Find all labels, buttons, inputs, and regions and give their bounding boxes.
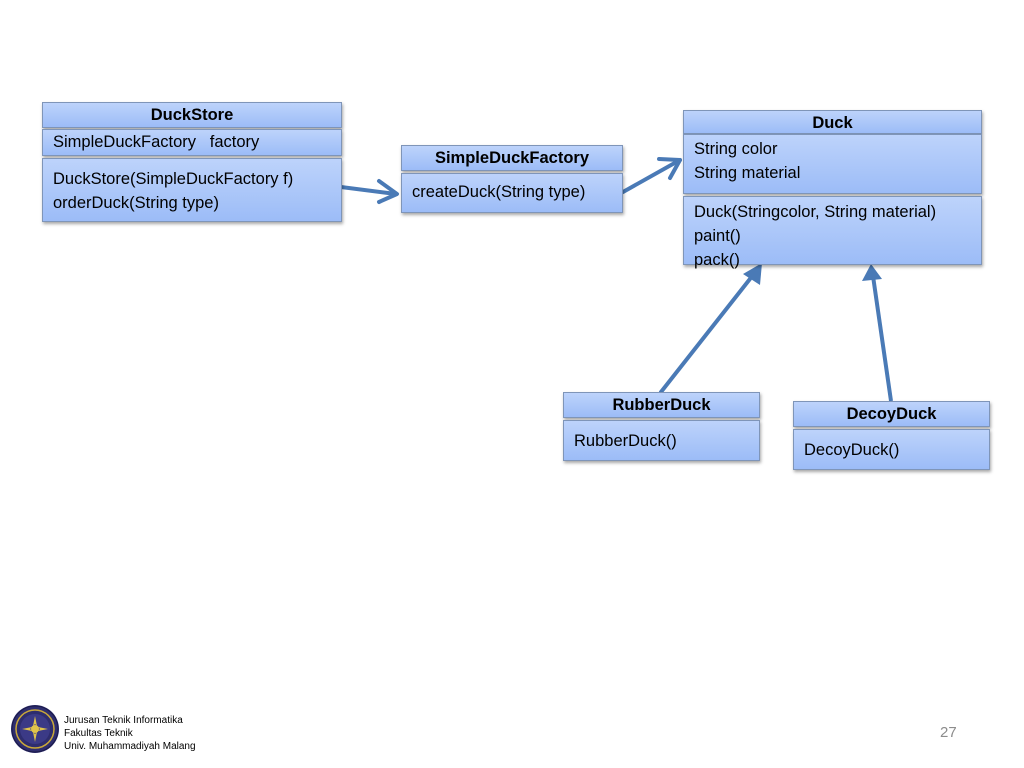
class-duck-name: Duck — [683, 110, 982, 134]
class-decoyduck-methods: DecoyDuck() — [793, 429, 990, 470]
class-rubberduck[interactable]: RubberDuck RubberDuck() — [563, 392, 760, 461]
footer-line-department: Jurusan Teknik Informatika — [64, 715, 183, 726]
footer-line-faculty: Fakultas Teknik — [64, 728, 133, 739]
class-simpleduckfactory-methods: createDuck(String type) — [401, 173, 623, 213]
method-line: pack() — [694, 251, 740, 269]
footer-line-university: Univ. Muhammadiyah Malang — [64, 741, 196, 752]
method-line: RubberDuck() — [574, 432, 677, 450]
arrowhead-decoyduck-to-duck — [862, 264, 882, 281]
arrow-decoyduck-to-duck — [871, 275, 893, 402]
class-decoyduck-name: DecoyDuck — [793, 401, 990, 427]
method-line: DecoyDuck() — [804, 441, 900, 459]
method-line: orderDuck(String type) — [53, 194, 219, 212]
footer-institution: Jurusan Teknik Informatika Fakultas Tekn… — [64, 714, 196, 753]
class-duckstore-name: DuckStore — [42, 102, 342, 128]
arrowhead-duckstore-to-factory — [377, 179, 399, 204]
method-line: DuckStore(SimpleDuckFactory f) — [53, 170, 294, 188]
method-line: createDuck(String type) — [412, 183, 586, 201]
class-rubberduck-methods: RubberDuck() — [563, 420, 760, 461]
arrowhead-factory-to-duck — [657, 157, 682, 180]
attribute-line: String material — [694, 164, 801, 182]
attribute-line: SimpleDuckFactory factory — [53, 133, 260, 151]
arrowhead-rubberduck-to-duck — [743, 263, 762, 285]
page-number: 27 — [940, 724, 957, 741]
university-logo — [11, 705, 59, 753]
class-simpleduckfactory[interactable]: SimpleDuckFactory createDuck(String type… — [401, 145, 623, 213]
method-line: Duck(Stringcolor, String material) — [694, 203, 937, 221]
class-decoyduck[interactable]: DecoyDuck DecoyDuck() — [793, 401, 990, 470]
class-duckstore-methods: DuckStore(SimpleDuckFactory f) orderDuck… — [42, 158, 342, 222]
class-duckstore[interactable]: DuckStore SimpleDuckFactory factory Duck… — [42, 102, 342, 222]
class-duck[interactable]: Duck String color String material Duck(S… — [683, 110, 982, 269]
class-duck-attributes: String color String material — [683, 134, 982, 194]
arrow-factory-to-duck — [621, 158, 682, 194]
class-duck-methods: Duck(Stringcolor, String material) paint… — [683, 196, 982, 269]
arrow-rubberduck-to-duck — [659, 268, 759, 394]
class-simpleduckfactory-name: SimpleDuckFactory — [401, 145, 623, 171]
arrow-duckstore-to-factory — [339, 185, 398, 196]
class-rubberduck-name: RubberDuck — [563, 392, 760, 418]
class-duckstore-attributes: SimpleDuckFactory factory — [42, 129, 342, 156]
attribute-line: String color — [694, 140, 778, 158]
method-line: paint() — [694, 227, 741, 245]
